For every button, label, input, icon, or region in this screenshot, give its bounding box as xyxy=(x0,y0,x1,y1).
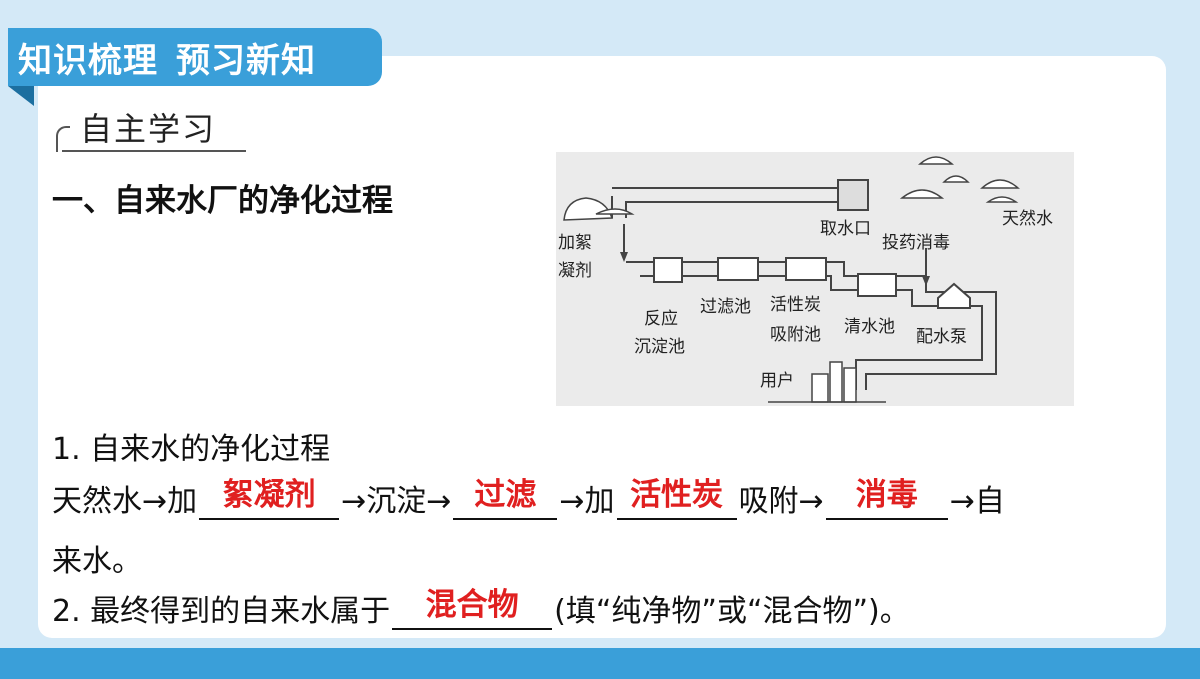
label-coagulant-2: 凝剂 xyxy=(558,261,592,281)
blank-2: 过滤 xyxy=(453,477,558,520)
answer-2: 过滤 xyxy=(474,477,537,513)
q1-title: 1. 自来水的净化过程 xyxy=(52,424,330,468)
q1-text-5: →自 xyxy=(949,484,1005,519)
label-intake: 取水口 xyxy=(820,219,871,239)
answer-5: 混合物 xyxy=(425,587,519,623)
q1-text-4: 吸附→ xyxy=(738,484,824,519)
label-reaction-1: 反应 xyxy=(644,309,678,329)
section-underline xyxy=(62,150,246,152)
bottom-bar xyxy=(0,648,1200,679)
blank-4: 消毒 xyxy=(825,477,948,520)
section-bracket xyxy=(56,126,70,152)
label-reaction-2: 沉淀池 xyxy=(634,337,685,357)
label-clear: 清水池 xyxy=(844,317,895,337)
header-part2: 预习新知 xyxy=(176,40,316,81)
q1-text-6: 来水。 xyxy=(52,544,142,579)
q1-text-3: →加 xyxy=(559,484,615,519)
blank-1: 絮凝剂 xyxy=(199,477,340,520)
section-title: 自主学习 xyxy=(80,110,217,148)
q1-text-2: →沉淀→ xyxy=(341,484,452,519)
label-carbon-2: 吸附池 xyxy=(770,325,821,345)
purification-diagram: 取水口 天然水 加絮 凝剂 投药消毒 反应 沉淀池 过滤池 活性炭 吸附池 清水… xyxy=(556,152,1074,406)
q1-title-text: 1. 自来水的净化过程 xyxy=(52,432,331,467)
q1-text-1: 天然水→加 xyxy=(52,484,198,519)
blank-3: 活性炭 xyxy=(616,477,737,520)
label-user: 用户 xyxy=(760,371,794,391)
label-pump: 配水泵 xyxy=(916,327,967,347)
label-natural-water: 天然水 xyxy=(1002,209,1053,229)
header-tab: 知识梳理 预习新知 xyxy=(8,28,382,86)
q2-text-2: (填“纯净物”或“混合物”)。 xyxy=(554,594,910,629)
header-part1: 知识梳理 xyxy=(18,40,158,81)
q2-line: 2. 最终得到的自来水属于 混合物 (填“纯净物”或“混合物”)。 xyxy=(52,586,910,630)
q1-line-2: 来水。 xyxy=(52,536,142,580)
q1-line: 天然水→加 絮凝剂 →沉淀→ 过滤 →加 活性炭 吸附→ 消毒 →自 xyxy=(52,476,1005,520)
label-carbon-1: 活性炭 xyxy=(770,295,821,315)
answer-1: 絮凝剂 xyxy=(222,477,316,513)
label-coagulant-1: 加絮 xyxy=(558,233,592,253)
q2-text-1: 2. 最终得到的自来水属于 xyxy=(52,594,391,629)
heading: 一、自来水厂的净化过程 xyxy=(52,183,393,219)
answer-3: 活性炭 xyxy=(630,477,724,513)
answer-4: 消毒 xyxy=(855,477,918,513)
label-filter: 过滤池 xyxy=(700,297,751,317)
label-disinfect: 投药消毒 xyxy=(882,233,950,253)
blank-5: 混合物 xyxy=(392,587,553,630)
header-fold xyxy=(8,86,34,106)
